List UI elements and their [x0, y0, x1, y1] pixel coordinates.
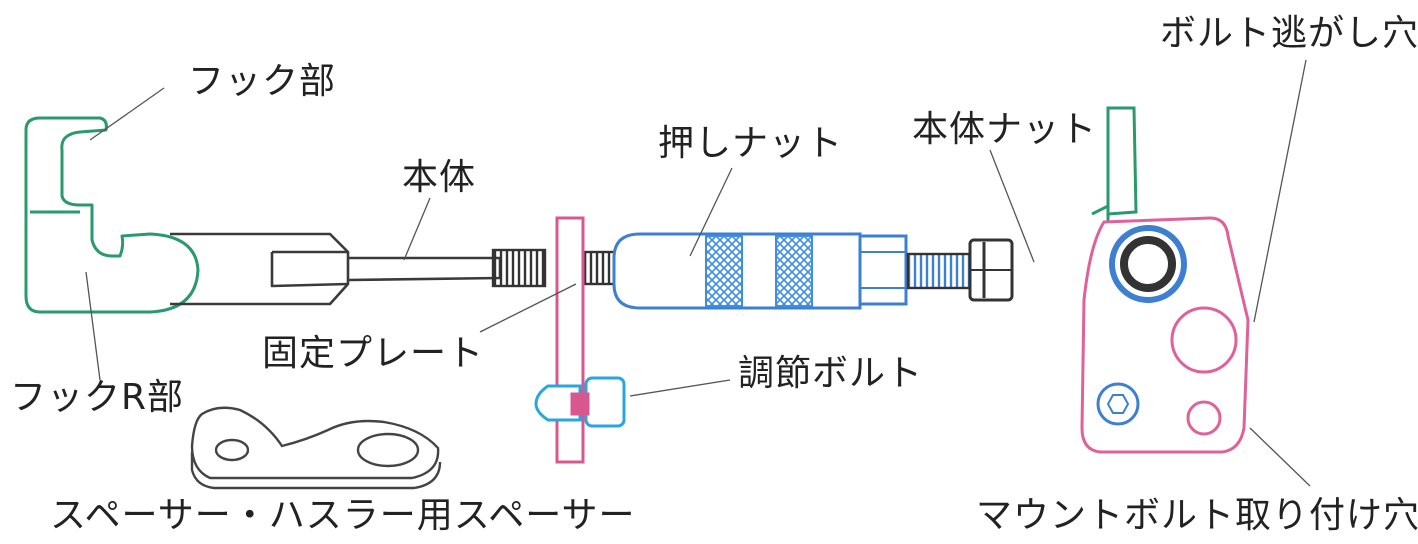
body-shaft	[170, 232, 502, 306]
leader-lines	[85, 59, 1311, 487]
adjust-bolt	[534, 376, 626, 428]
push-nut	[612, 232, 908, 310]
label-adjust-bolt: 調節ボルト	[738, 353, 924, 394]
label-body-nut: 本体ナット	[912, 109, 1098, 150]
label-spacer: スペーサー・ハスラー用スペーサー	[50, 495, 636, 536]
label-body: 本体	[402, 157, 477, 198]
label-mount-hole: マウントボルト取り付け穴	[976, 495, 1418, 536]
label-hook: フック部	[188, 61, 337, 102]
fixing-plate	[555, 216, 585, 464]
label-fixing-plate: 固定プレート	[262, 333, 485, 374]
body-nut	[906, 238, 1014, 302]
mount-bracket	[1080, 106, 1250, 454]
hook-part	[24, 116, 200, 314]
label-hook-r: フックR部	[10, 377, 185, 418]
spacer	[190, 406, 442, 490]
label-bolt-relief-hole: ボルト逃がし穴	[1160, 13, 1418, 54]
label-push-nut: 押しナット	[658, 123, 844, 164]
threaded-rod	[491, 248, 617, 288]
